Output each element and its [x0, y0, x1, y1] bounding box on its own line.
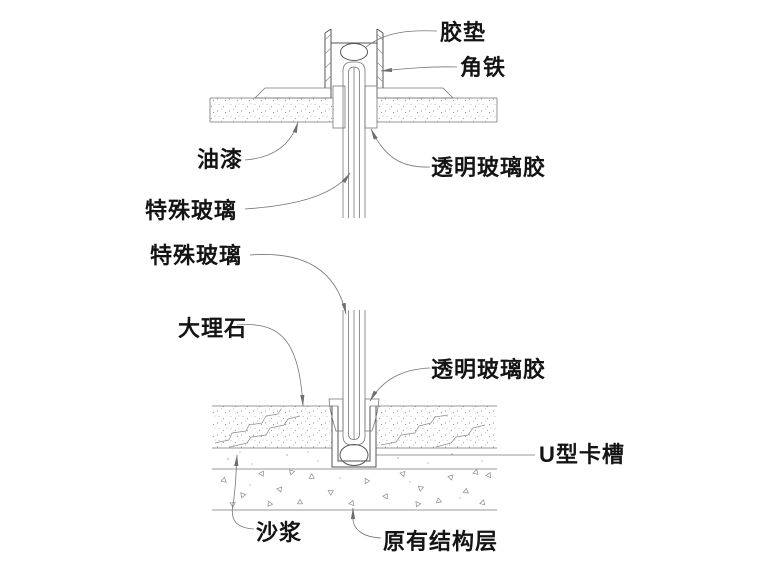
label-mortar: 沙浆 — [256, 520, 302, 545]
label-special-glass-upper: 特殊玻璃 — [145, 198, 237, 223]
mortar-layer — [212, 451, 497, 470]
label-u-slot: U型卡槽 — [539, 442, 625, 467]
leader-lines — [231, 30, 535, 539]
glass-glue-wedges-bottom — [328, 398, 380, 432]
leader-glue-top — [370, 128, 431, 168]
label-angle-iron: 角铁 — [460, 55, 506, 80]
leader-original-structure — [350, 507, 382, 539]
label-paint: 油漆 — [197, 147, 243, 172]
special-glass-bottom-run — [342, 310, 366, 446]
label-clear-glass-glue-top: 透明玻璃胶 — [431, 155, 546, 180]
special-glass-top-run — [342, 61, 366, 218]
leader-special-glass-lower — [249, 254, 347, 315]
rubber-pad-top — [340, 43, 368, 61]
leader-marble — [236, 324, 305, 407]
leader-paint — [244, 121, 299, 161]
u-channel — [331, 405, 377, 468]
glass-glue-strips-top — [332, 85, 378, 129]
label-clear-glass-glue-bottom: 透明玻璃胶 — [431, 357, 546, 382]
leader-special-glass-upper — [244, 172, 351, 210]
label-original-structure: 原有结构层 — [383, 529, 498, 554]
label-marble: 大理石 — [178, 316, 247, 341]
original-structure-layer — [212, 468, 497, 511]
leader-mortar — [231, 454, 255, 530]
rubber-pad-bottom — [339, 444, 369, 466]
leader-angle-iron — [380, 66, 458, 73]
callout-labels: 胶垫 角铁 油漆 透明玻璃胶 特殊玻璃 特殊玻璃 大理石 透明玻璃胶 U型卡槽 … — [145, 20, 625, 554]
leader-glue-bottom — [369, 367, 431, 402]
angle-iron — [254, 28, 454, 99]
ceiling-band — [209, 97, 498, 123]
label-special-glass-lower: 特殊玻璃 — [150, 243, 242, 268]
leader-pad-top — [365, 30, 438, 48]
label-rubber-pad: 胶垫 — [440, 20, 486, 45]
marble-layer — [212, 405, 497, 449]
